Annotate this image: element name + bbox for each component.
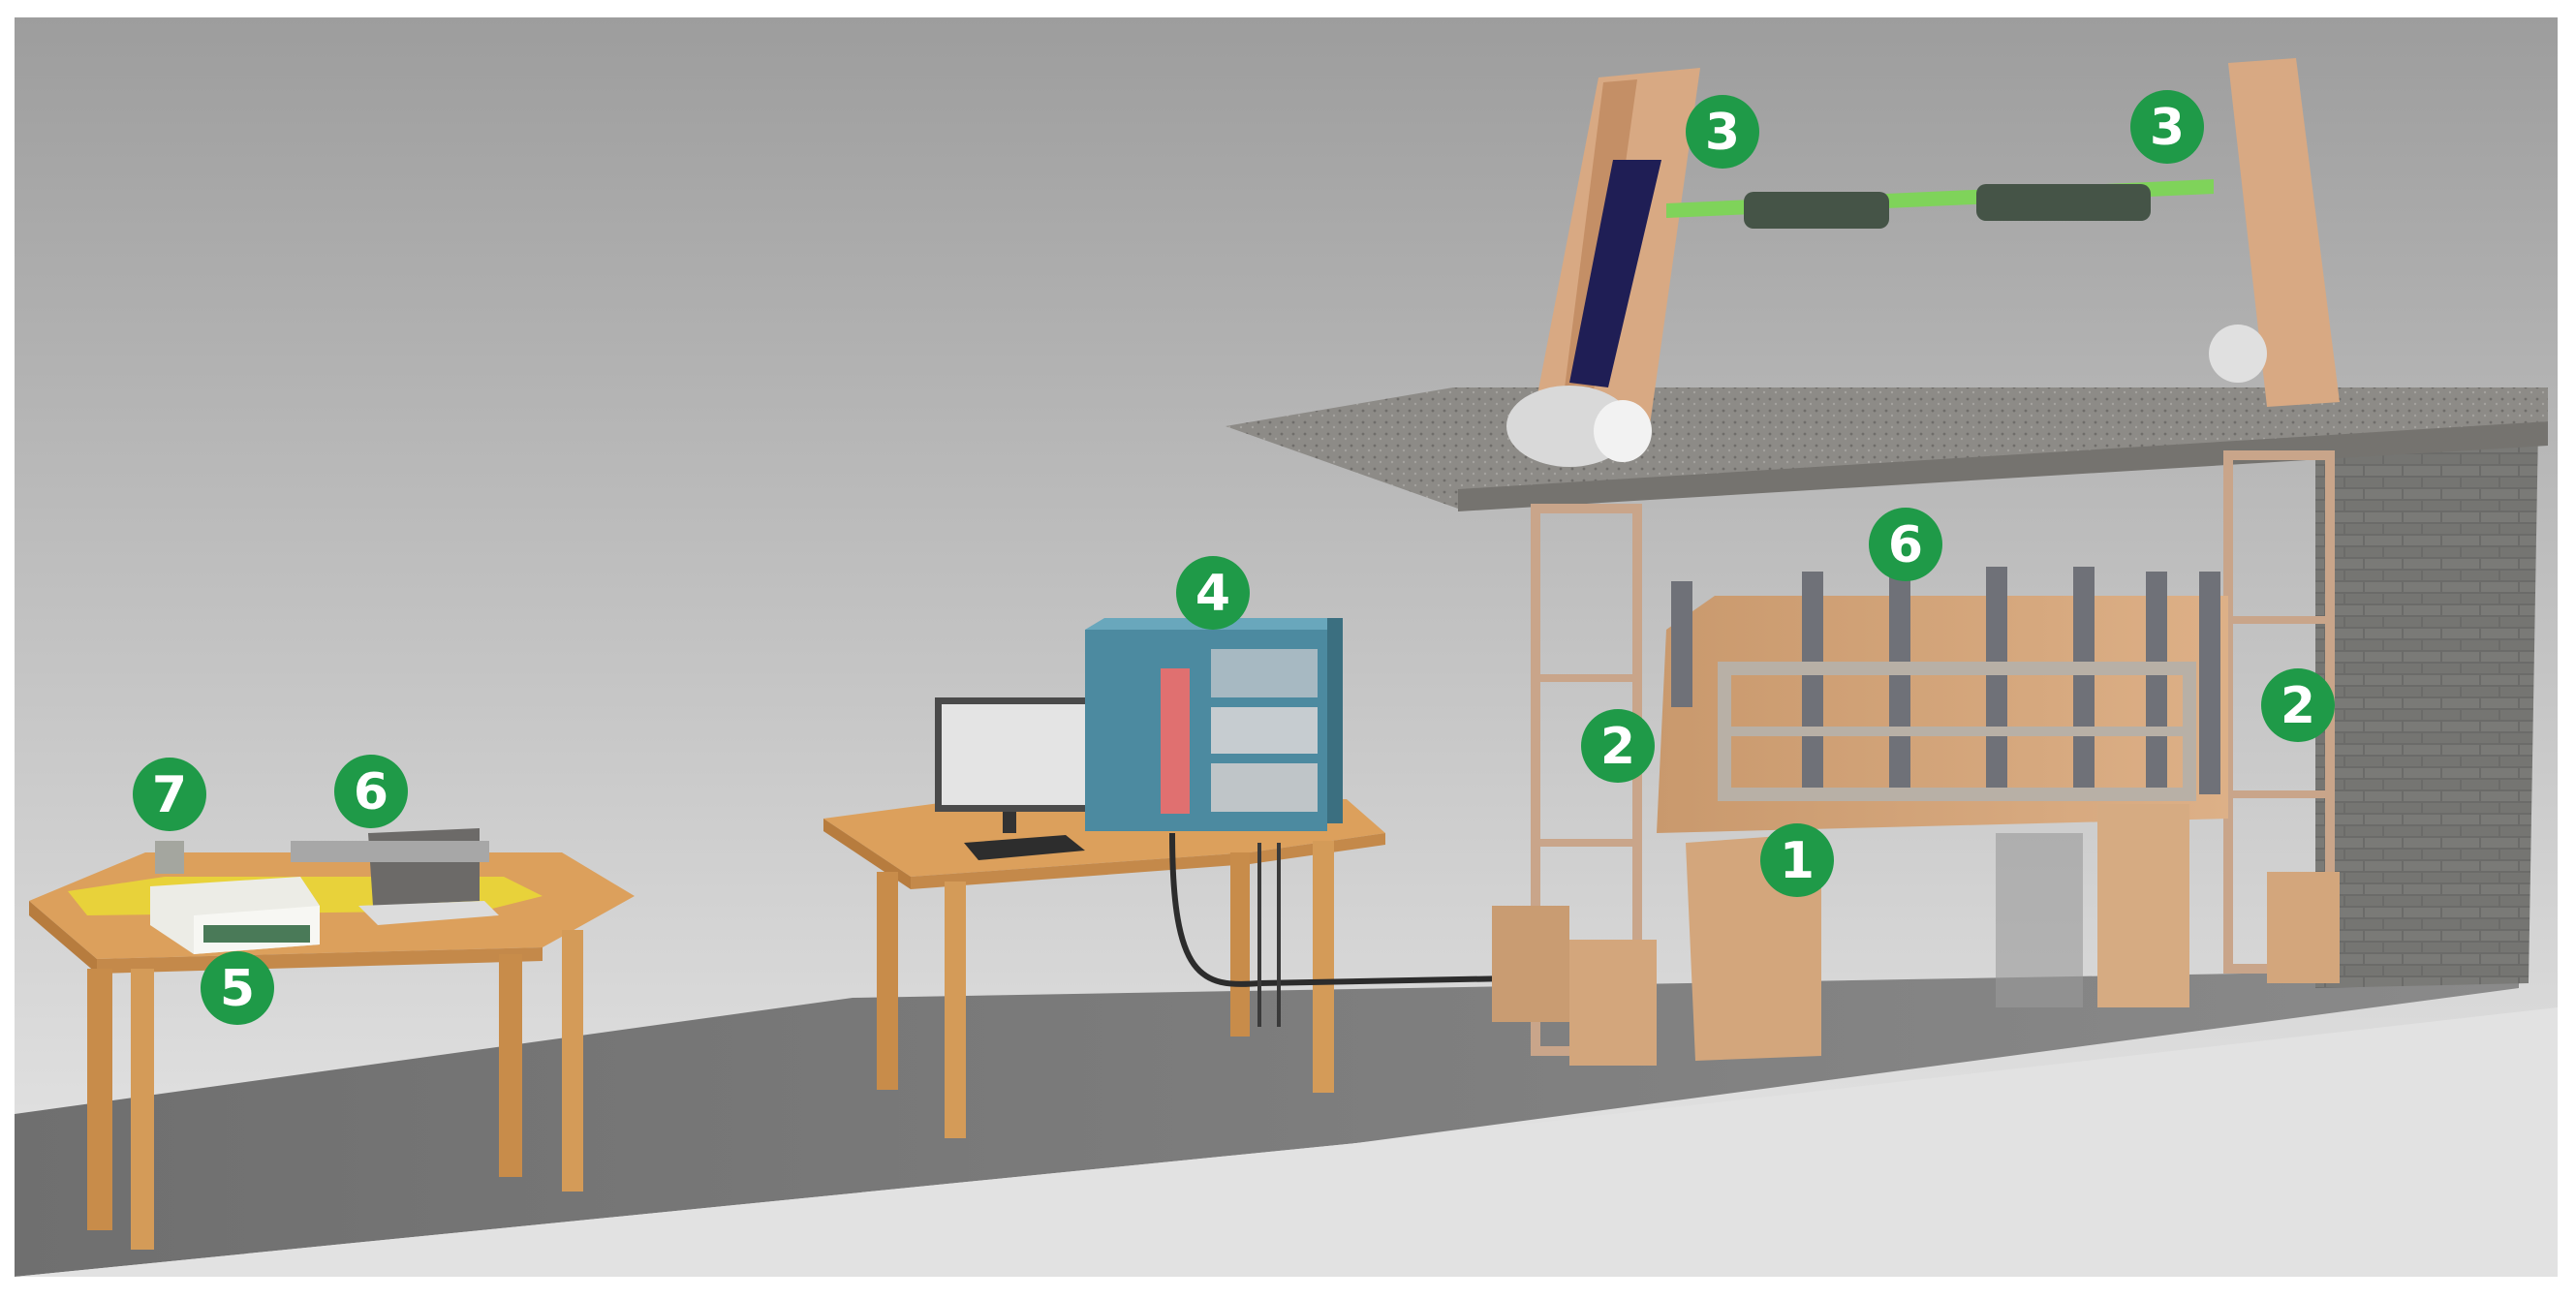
laptop — [368, 828, 480, 906]
marker-4: 4 — [1176, 556, 1250, 630]
marker-2-left: 2 — [1581, 709, 1655, 783]
svg-text:5: 5 — [220, 960, 255, 1018]
loading-frame — [1506, 58, 2340, 467]
marker-1: 1 — [1760, 823, 1834, 897]
floor-front — [15, 1007, 2558, 1277]
svg-text:4: 4 — [1195, 565, 1230, 623]
marker-7: 7 — [133, 758, 206, 831]
svg-text:2: 2 — [1600, 718, 1635, 776]
svg-text:7: 7 — [152, 766, 187, 824]
marker-6-table: 6 — [334, 755, 408, 828]
marker-6-frame: 6 — [1869, 508, 1942, 581]
marker-3-left: 3 — [1686, 95, 1759, 169]
marker-3-right: 3 — [2130, 90, 2204, 164]
svg-text:6: 6 — [354, 763, 388, 821]
left-table — [29, 828, 635, 1250]
reaction-wall — [2315, 426, 2538, 988]
specimen-structure — [1657, 567, 2228, 1061]
floor — [15, 969, 2519, 1277]
svg-text:3: 3 — [1705, 104, 1740, 162]
svg-text:6: 6 — [1888, 516, 1923, 574]
marker-5: 5 — [201, 951, 274, 1025]
svg-text:1: 1 — [1780, 832, 1815, 890]
middle-table — [823, 618, 1512, 1138]
svg-text:2: 2 — [2281, 677, 2315, 735]
marker-2-right: 2 — [2261, 668, 2335, 742]
svg-text:3: 3 — [2150, 99, 2185, 157]
sensor-device — [155, 841, 184, 874]
support-frames — [1492, 450, 2340, 1066]
